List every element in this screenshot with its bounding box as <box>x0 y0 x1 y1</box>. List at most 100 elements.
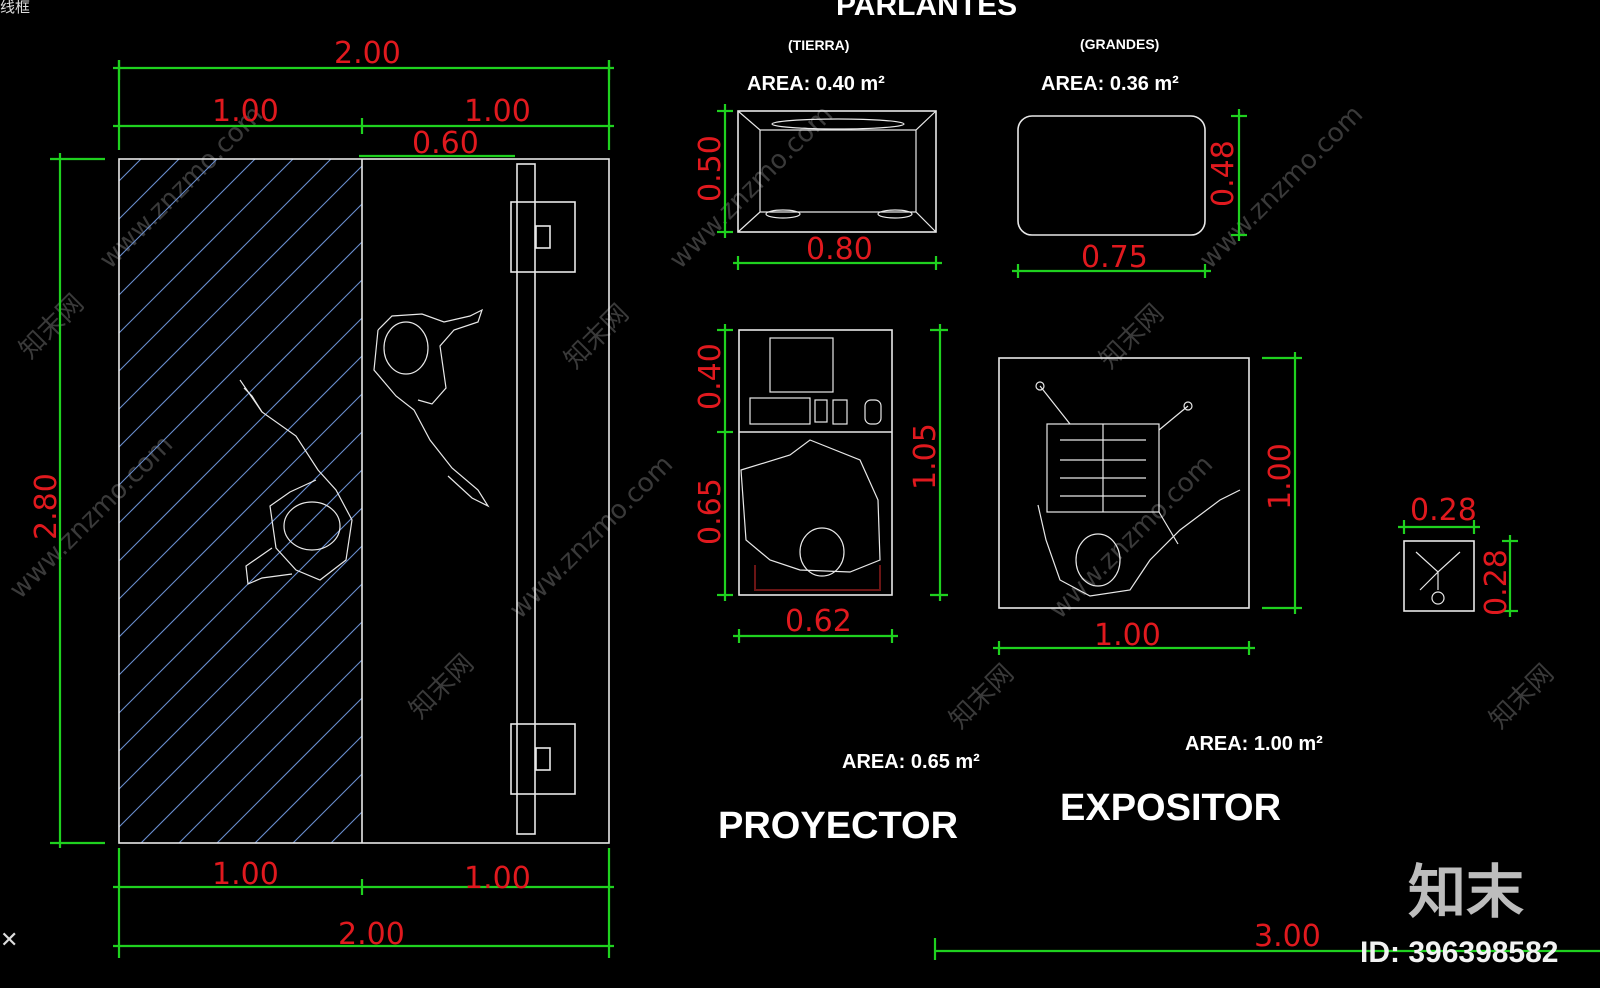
mic-outline <box>1403 540 1475 612</box>
speaker-grandes-outline <box>1017 115 1206 236</box>
dim-label: 1.00 <box>212 857 279 892</box>
speaker-tierra-outline <box>737 110 937 233</box>
hatch-line <box>119 159 332 372</box>
expositor-outline <box>998 357 1250 609</box>
area-grandes: AREA: 0.36 m² <box>1041 73 1179 95</box>
speaker-tierra-slot <box>771 118 905 130</box>
watermark-text: 知末网 <box>404 649 480 725</box>
stand-legs <box>1039 385 1189 545</box>
subtitle-grandes: (GRANDES) <box>1080 36 1159 52</box>
dim-label: 0.28 <box>1479 549 1514 616</box>
dim-label: 2.00 <box>334 36 401 71</box>
hatch-line <box>119 159 294 334</box>
area-tierra: AREA: 0.40 m² <box>747 73 885 95</box>
stage-hatch <box>119 159 1129 843</box>
dim-label: 1.00 <box>464 861 531 896</box>
speaker-cone-top <box>535 225 551 249</box>
hatch-line <box>119 159 256 296</box>
mic-icon <box>1431 591 1445 605</box>
hatch-line <box>119 203 362 448</box>
keyboard-icon <box>749 397 811 425</box>
hatch-line <box>119 431 362 676</box>
section-title-parlantes: PARLANTES <box>836 0 1017 22</box>
speaker-grandes[interactable] <box>1012 109 1247 278</box>
hatch-line <box>119 507 362 752</box>
hatch-line <box>216 697 362 843</box>
speaker-tierra-bevel <box>737 110 937 233</box>
dim-label: 1.00 <box>464 94 531 129</box>
stage-dimensions <box>50 60 614 958</box>
close-icon[interactable]: ✕ <box>0 928 19 953</box>
hatch-line <box>119 279 362 524</box>
hatch-line <box>407 159 1091 843</box>
expositor-stand[interactable] <box>993 352 1302 655</box>
stage-plan[interactable]: 2.00 1.00 1.00 0.60 2.80 1.00 1.00 2.00 <box>0 36 1167 958</box>
presenter-figure <box>1037 489 1241 597</box>
speaker-tierra-foot <box>765 209 801 219</box>
watermark-layer: 知末网 www.znzmo.com www.znzmo.com 知末网 www.… <box>4 100 1560 735</box>
brand-logo: 知末 <box>1408 858 1524 926</box>
monitor-icon <box>769 337 834 393</box>
dim-label: 0.75 <box>1081 240 1148 275</box>
dim-label: 3.00 <box>1254 919 1321 954</box>
lectern-lines <box>1060 424 1146 512</box>
hatch-line <box>119 165 362 410</box>
hatch-line <box>119 317 362 562</box>
hatch-line <box>445 159 1129 843</box>
section-title-proyector: PROYECTOR <box>718 805 958 847</box>
hatch-line <box>119 241 362 486</box>
device-icon <box>814 399 828 423</box>
screen-rail <box>516 163 536 835</box>
speaker-cone-bottom <box>535 747 551 771</box>
watermark-text: 知末网 <box>1094 299 1170 375</box>
toolbar-corner-label: 线框 <box>0 0 31 16</box>
dim-label: 0.28 <box>1410 493 1477 528</box>
watermark-text: 知末网 <box>1484 659 1560 735</box>
dim-label: 0.50 <box>693 135 728 202</box>
dim-label: 1.00 <box>1263 443 1298 510</box>
mic-stand-icon <box>1415 551 1461 591</box>
speaker-box-bottom <box>510 723 576 795</box>
area-expositor: AREA: 1.00 m² <box>1185 733 1323 755</box>
hatch-line <box>178 659 362 843</box>
presenter-head <box>1075 533 1121 587</box>
hatch-line <box>119 393 362 638</box>
watermark-text: www.znzmo.com <box>504 450 679 625</box>
hatch-line <box>119 355 362 600</box>
dim-label: 1.05 <box>908 423 943 490</box>
person-figure-right <box>373 308 490 508</box>
mic-stand[interactable] <box>1398 520 1518 617</box>
hatch-line <box>140 621 362 843</box>
hatch-line <box>119 583 362 828</box>
watermark-text: 知末网 <box>559 299 635 375</box>
watermark-text: 知末网 <box>944 659 1020 735</box>
person-figure-left <box>239 379 353 585</box>
hatch-line <box>119 545 362 790</box>
hatch-line <box>119 469 362 714</box>
section-title-expositor: EXPOSITOR <box>1060 787 1281 829</box>
mouse-icon <box>864 399 882 425</box>
speaker-tierra-foot <box>877 209 913 219</box>
chair-icon <box>754 565 881 591</box>
subtitle-tierra: (TIERRA) <box>788 37 849 53</box>
device-icon <box>832 399 848 425</box>
dim-label: 0.48 <box>1206 140 1241 207</box>
dim-label: 1.00 <box>1094 618 1161 653</box>
speaker-box-top <box>510 201 576 273</box>
person-head <box>799 527 845 577</box>
dim-label: 1.00 <box>212 94 279 129</box>
proyector-outline <box>738 329 893 596</box>
dim-label: 2.80 <box>29 473 64 540</box>
dim-label: 0.60 <box>412 126 479 161</box>
chair-person-figure <box>740 439 881 573</box>
watermark-text: 知末网 <box>14 289 90 365</box>
dim-label: 0.65 <box>693 478 728 545</box>
proyector-desk[interactable] <box>717 324 948 643</box>
dim-label: 0.62 <box>785 604 852 639</box>
area-proyector: AREA: 0.65 m² <box>842 751 980 773</box>
watermark-text: www.znzmo.com <box>1044 450 1219 625</box>
speaker-tierra[interactable] <box>717 104 942 270</box>
dim-label: 0.80 <box>806 232 873 267</box>
id-label: ID: 396398582 <box>1360 936 1559 969</box>
